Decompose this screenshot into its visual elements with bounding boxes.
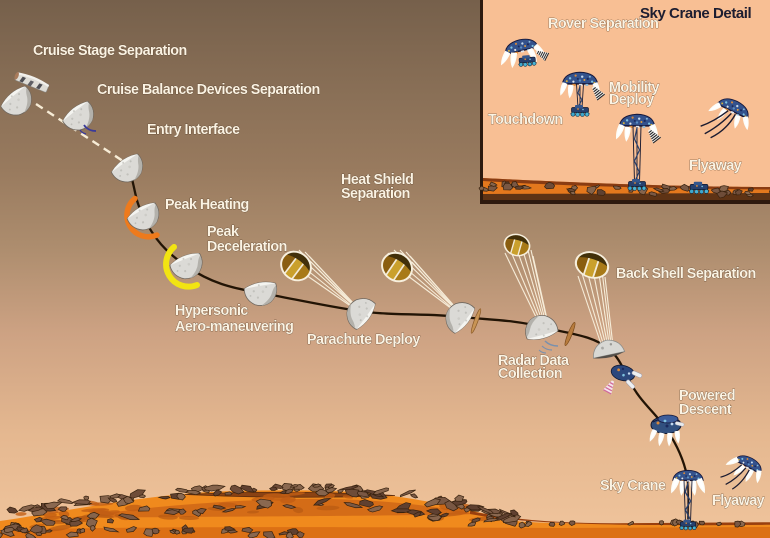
svg-text:Back Shell Separation: Back Shell Separation bbox=[616, 266, 756, 282]
svg-text:Sky Crane: Sky Crane bbox=[600, 478, 666, 494]
svg-text:Radar Data: Radar Data bbox=[498, 353, 570, 369]
svg-text:Touchdown: Touchdown bbox=[488, 112, 563, 128]
svg-text:Peak Heating: Peak Heating bbox=[165, 197, 249, 213]
svg-text:Mobility: Mobility bbox=[609, 80, 660, 96]
svg-text:Deceleration: Deceleration bbox=[207, 239, 287, 255]
svg-text:Peak: Peak bbox=[207, 224, 239, 240]
svg-text:Entry Interface: Entry Interface bbox=[147, 122, 240, 138]
svg-text:Descent: Descent bbox=[679, 402, 732, 418]
svg-text:Collection: Collection bbox=[498, 366, 562, 382]
svg-text:Separation: Separation bbox=[341, 186, 410, 202]
svg-text:Flyaway: Flyaway bbox=[712, 493, 765, 509]
svg-text:Cruise Stage Separation: Cruise Stage Separation bbox=[33, 43, 187, 59]
svg-text:Deploy: Deploy bbox=[609, 92, 654, 108]
svg-text:Rover Separation: Rover Separation bbox=[548, 16, 658, 32]
svg-text:Powered: Powered bbox=[679, 388, 735, 404]
svg-text:Cruise Balance Devices Separat: Cruise Balance Devices Separation bbox=[97, 82, 320, 98]
svg-text:Hypersonic: Hypersonic bbox=[175, 303, 248, 319]
svg-text:Aero-maneuvering: Aero-maneuvering bbox=[175, 319, 293, 335]
svg-text:Sky Crane Detail: Sky Crane Detail bbox=[640, 5, 751, 22]
svg-text:Parachute Deploy: Parachute Deploy bbox=[307, 332, 420, 348]
svg-text:Heat Shield: Heat Shield bbox=[341, 172, 413, 188]
svg-text:Flyaway: Flyaway bbox=[689, 158, 742, 174]
